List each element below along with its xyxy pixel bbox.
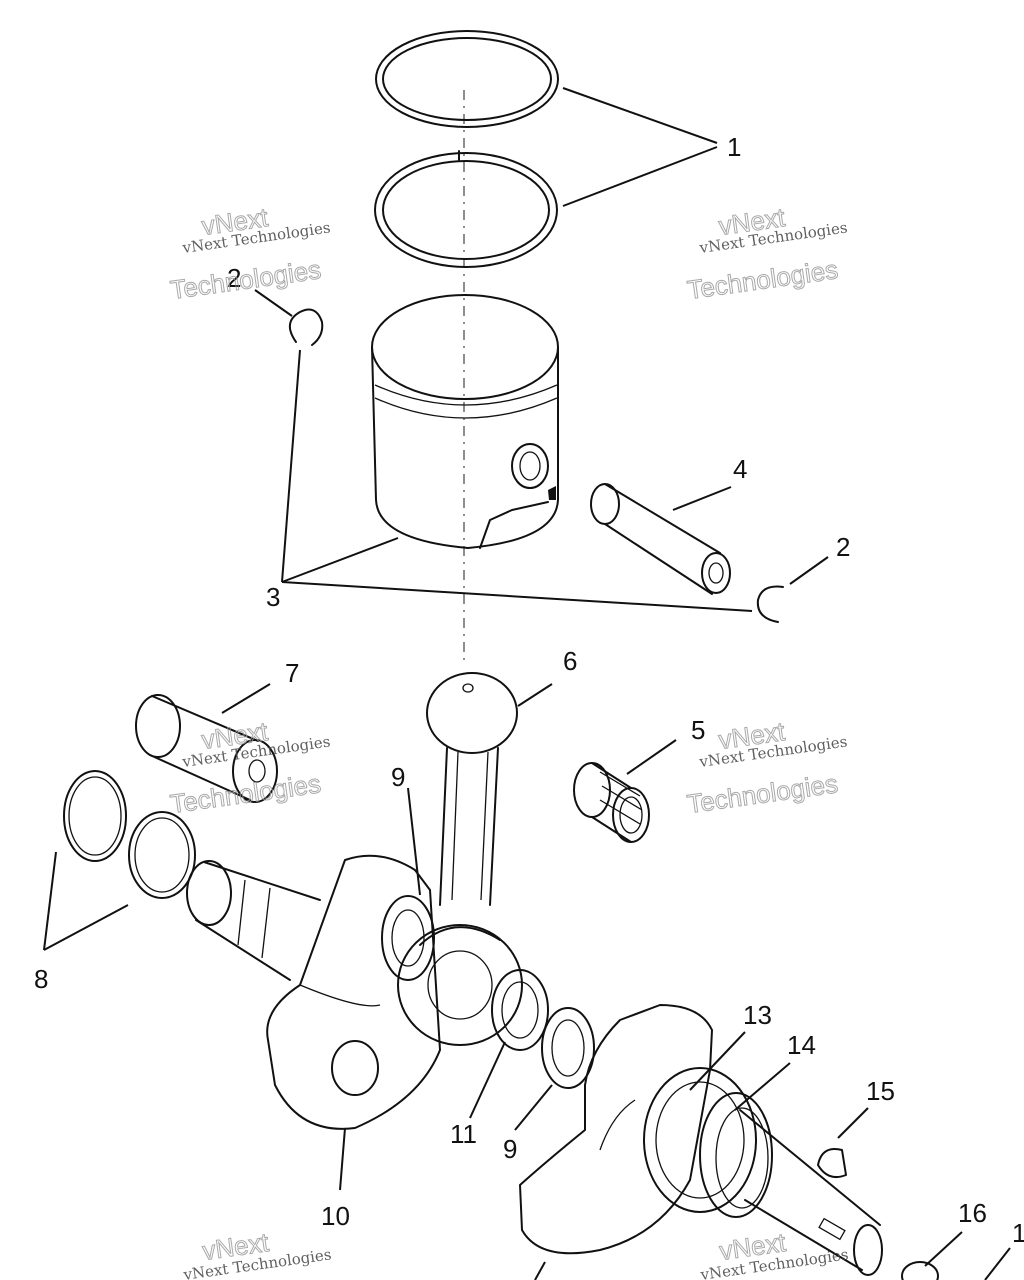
crank-pin <box>135 694 278 803</box>
callout-10: 10 <box>321 1201 350 1231</box>
piston-ring-upper <box>375 30 559 128</box>
connecting-rod <box>397 672 523 1046</box>
callout-9-lower: 9 <box>503 1134 517 1164</box>
callout-2-left: 2 <box>227 263 241 293</box>
crankshaft <box>186 854 883 1276</box>
callout-numbers: 1 2 2 3 4 5 6 7 8 9 9 10 11 13 14 15 16 … <box>34 132 1024 1248</box>
callout-2-right: 2 <box>836 532 850 562</box>
svg-text:Technologies: Technologies <box>685 768 839 819</box>
callout-17-partial: 1 <box>1012 1218 1024 1248</box>
watermark-top-left: vNext vNext Technologies Technologies <box>168 202 332 306</box>
callout-14: 14 <box>787 1030 816 1060</box>
callout-1: 1 <box>727 132 741 162</box>
callout-15: 15 <box>866 1076 895 1106</box>
watermark-mid-left: vNext vNext Technologies Technologies <box>168 716 332 820</box>
callout-5: 5 <box>691 715 705 745</box>
circlip-left <box>289 308 324 346</box>
watermark-top-right: vNext vNext Technologies Technologies <box>685 202 849 306</box>
wrist-pin <box>590 483 731 595</box>
seal-ring-outer <box>63 770 127 862</box>
svg-text:Technologies: Technologies <box>685 254 839 305</box>
callout-13: 13 <box>743 1000 772 1030</box>
callout-7: 7 <box>285 658 299 688</box>
woodruff-key <box>817 1148 847 1178</box>
seal-ring-inner <box>128 811 196 899</box>
circlip-right <box>756 585 784 623</box>
svg-text:Technologies: Technologies <box>168 768 322 819</box>
callout-16: 16 <box>958 1198 987 1228</box>
callout-11: 11 <box>450 1119 477 1149</box>
watermark-bottom-left: vNext vNext Technologies <box>181 1226 332 1280</box>
leader-lines <box>43 87 1011 1280</box>
needle-bearing-small-end <box>573 762 650 843</box>
callout-9-upper: 9 <box>391 762 405 792</box>
callout-3: 3 <box>266 582 280 612</box>
callout-6: 6 <box>563 646 577 676</box>
watermark-bottom-right: vNext vNext Technologies <box>698 1226 849 1280</box>
svg-text:Technologies: Technologies <box>168 254 322 305</box>
piston <box>371 294 559 549</box>
part-16-washer <box>901 1261 939 1280</box>
callout-4: 4 <box>733 454 747 484</box>
piston-ring-lower <box>374 150 558 268</box>
callout-8: 8 <box>34 964 48 994</box>
